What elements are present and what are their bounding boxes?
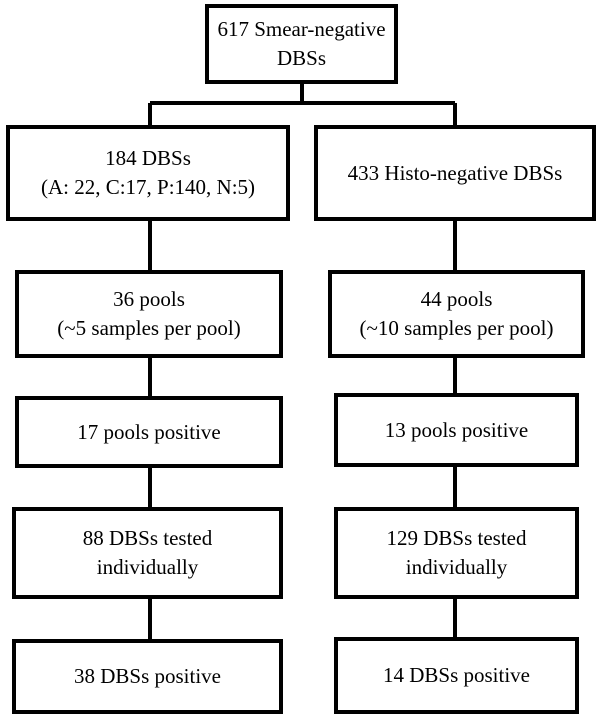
- node-right-level3-line1: 13 pools positive: [384, 417, 529, 442]
- node-root-line1: 617 Smear-negative: [217, 17, 386, 41]
- node-right-level5-line1: 14 DBSs positive: [382, 663, 531, 687]
- node-root: 617 Smear-negative DBSs: [205, 4, 398, 84]
- node-right-level2-line1: 44 pools: [420, 287, 493, 311]
- node-right-level4-line2: individually: [405, 555, 508, 579]
- node-left-level5-line1: 38 DBSs positive: [73, 664, 222, 688]
- node-right-level2: 44 pools (~10 samples per pool): [328, 270, 585, 358]
- node-left-level4-line1: 88 DBSs tested: [82, 526, 213, 550]
- node-left-level3-line1: 17 pools positive: [77, 419, 221, 444]
- node-left-level2-line1: 36 pools: [113, 287, 185, 311]
- node-left-level4: 88 DBSs tested individually: [12, 507, 283, 599]
- node-left-level2-line2: (~5 samples per pool): [57, 316, 241, 340]
- node-right-level1: 433 Histo-negative DBSs: [314, 125, 596, 221]
- node-right-level5: 14 DBSs positive: [334, 637, 579, 714]
- node-left-level1: 184 DBSs (A: 22, C:17, P:140, N:5): [6, 125, 290, 221]
- node-left-level5: 38 DBSs positive: [12, 639, 283, 714]
- node-right-level4-line1: 129 DBSs tested: [386, 526, 527, 550]
- node-root-line2: DBSs: [276, 46, 327, 70]
- node-right-level4: 129 DBSs tested individually: [334, 507, 579, 599]
- node-left-level4-line2: individually: [96, 555, 199, 579]
- node-left-level1-line2: (A: 22, C:17, P:140, N:5): [40, 175, 256, 199]
- node-right-level2-line2: (~10 samples per pool): [359, 316, 554, 340]
- node-left-level1-line1: 184 DBSs: [105, 146, 191, 170]
- node-left-level3: 17 pools positive: [15, 396, 283, 468]
- node-right-level3: 13 pools positive: [334, 393, 579, 467]
- node-right-level1-line1: 433 Histo-negative DBSs: [347, 160, 563, 185]
- node-left-level2: 36 pools (~5 samples per pool): [15, 270, 283, 358]
